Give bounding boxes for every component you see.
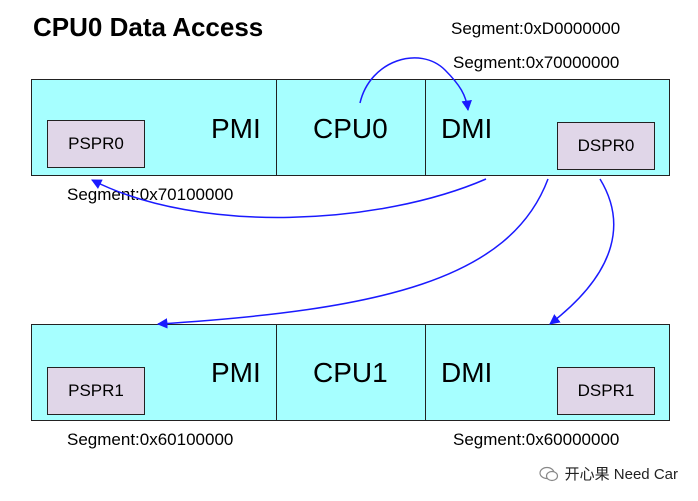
arrow-dmi-to-dspr1 xyxy=(549,178,615,325)
cpu0-block-row: PSPR0 PMI CPU0 DMI DSPR0 xyxy=(31,79,670,176)
arrow-dmi-to-pspr0 xyxy=(91,178,487,219)
dmi-label-bottom: DMI xyxy=(441,357,493,388)
cpu1-label: CPU1 xyxy=(313,357,388,388)
pmi-label-bottom: PMI xyxy=(211,357,261,388)
dspr1-box: DSPR1 xyxy=(557,367,655,415)
segment-label-d0000000: Segment:0xD0000000 xyxy=(451,19,621,38)
dmi-label-top: DMI xyxy=(441,113,493,144)
divider xyxy=(276,80,277,175)
watermark: 开心果 Need Car xyxy=(539,463,678,484)
cpu0-label: CPU0 xyxy=(313,113,388,144)
cpu1-block-row: PSPR1 PMI CPU1 DMI DSPR1 xyxy=(31,324,670,421)
segment-label-70000000: Segment:0x70000000 xyxy=(453,53,620,72)
pmi-label-top: PMI xyxy=(211,113,261,144)
watermark-text: 开心果 Need Car xyxy=(564,466,678,483)
divider xyxy=(425,325,426,420)
segment-label-70100000: Segment:0x70100000 xyxy=(67,185,234,204)
divider xyxy=(276,325,277,420)
pspr1-box: PSPR1 xyxy=(47,367,145,415)
divider xyxy=(425,80,426,175)
diagram-title: CPU0 Data Access xyxy=(33,12,264,42)
segment-label-60000000: Segment:0x60000000 xyxy=(453,430,620,449)
arrow-dmi-to-pspr1 xyxy=(156,178,549,329)
wechat-icon xyxy=(539,466,558,481)
dspr0-box: DSPR0 xyxy=(557,122,655,170)
segment-label-60100000: Segment:0x60100000 xyxy=(67,430,234,449)
arrow-cpu0-to-dmi xyxy=(359,57,472,112)
pspr0-box: PSPR0 xyxy=(47,120,145,168)
